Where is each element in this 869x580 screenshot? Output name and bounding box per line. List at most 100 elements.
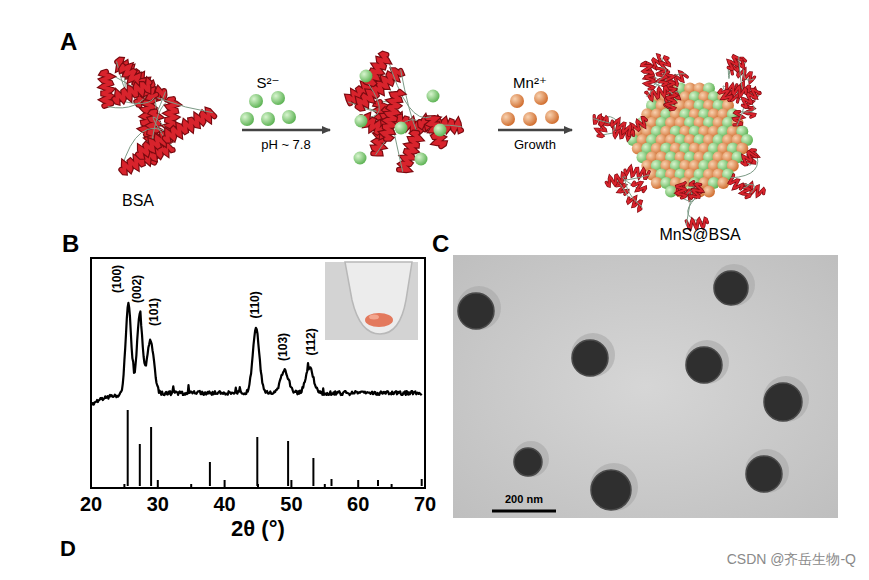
- helix: [611, 120, 630, 136]
- particle: [572, 340, 608, 376]
- reaction-arrow: [242, 129, 330, 132]
- particle-halo: [685, 340, 729, 384]
- reagent-label: Mn²⁺: [513, 74, 547, 91]
- helix: [399, 133, 420, 171]
- tem-particles: [457, 264, 809, 511]
- scale-label: 200 nm: [505, 493, 543, 506]
- helix: [606, 174, 625, 187]
- watermark: CSDN @齐岳生物-Q: [727, 551, 856, 567]
- ion-sphere: [434, 124, 447, 137]
- helix-outline: [690, 184, 702, 198]
- protein-ribbon: [719, 56, 755, 100]
- helix-outline: [606, 174, 625, 187]
- ion-sphere: [510, 94, 524, 108]
- peak-index: (103): [277, 333, 291, 361]
- inset-photo: [325, 262, 418, 340]
- panel-letter: D: [60, 536, 76, 561]
- particle-halo: [590, 463, 638, 511]
- peak-index: (100): [111, 265, 125, 293]
- ion-sphere: [240, 112, 254, 126]
- ion-sphere: [545, 110, 559, 124]
- helix-outline: [628, 197, 642, 210]
- product-label: MnS@BSA: [659, 226, 740, 244]
- protein-ribbon: [729, 150, 764, 198]
- peak-index: (110): [249, 291, 263, 318]
- helix-outline: [102, 72, 112, 106]
- particle-halo: [713, 264, 755, 306]
- bsa-shell: [593, 55, 764, 229]
- tick-label: 70: [414, 493, 436, 516]
- particle-halo: [513, 441, 549, 477]
- ion-sphere: [427, 90, 440, 103]
- loop-strand: [106, 72, 213, 113]
- helix: [690, 184, 702, 198]
- particle: [686, 347, 722, 383]
- ion-sphere: [360, 70, 373, 83]
- helix: [633, 182, 646, 191]
- tick-mark: [290, 480, 292, 488]
- protein-ribbon: [677, 182, 708, 229]
- tube: [345, 262, 412, 334]
- helix-outline: [165, 110, 215, 140]
- tick-mark: [324, 484, 326, 488]
- sample-label: BSA: [122, 192, 154, 210]
- axis-title: 2θ (°): [231, 516, 285, 541]
- protein-ribbon: [593, 116, 646, 139]
- particle: [746, 456, 782, 492]
- helix-outline: [114, 81, 150, 102]
- loop-strand: [737, 105, 744, 126]
- ion-sphere: [282, 110, 296, 124]
- condition-label: Growth: [514, 138, 556, 153]
- tem-image: [453, 255, 838, 518]
- ion-sphere: [249, 94, 263, 108]
- helix: [742, 152, 757, 165]
- peak-index: (002): [131, 275, 145, 303]
- particle: [591, 470, 631, 510]
- helix: [625, 167, 649, 179]
- reaction-arrow: [498, 129, 572, 132]
- panel-letter: A: [60, 28, 77, 56]
- helix-outline: [399, 133, 420, 171]
- protein-ribbon: [102, 60, 214, 173]
- ion-sphere: [355, 115, 368, 128]
- particle: [514, 448, 542, 476]
- tick-mark: [224, 480, 226, 488]
- panel-letter: C: [432, 230, 449, 258]
- ion-sphere: [271, 91, 285, 105]
- helix: [102, 72, 112, 106]
- tick-mark: [391, 484, 393, 488]
- helix-outline: [742, 152, 757, 165]
- tick-mark: [424, 480, 426, 488]
- protein-ribbon: [348, 54, 462, 172]
- loop-strand: [686, 182, 694, 225]
- ion-sphere: [501, 112, 515, 126]
- reference-sticks: [128, 410, 422, 486]
- helix-outline: [719, 90, 731, 100]
- peak-index: (112): [305, 328, 319, 355]
- tick-mark: [157, 480, 159, 488]
- pellet: [365, 313, 393, 327]
- helix-outline: [611, 120, 630, 136]
- ion-sphere: [534, 91, 548, 105]
- helix: [645, 75, 654, 89]
- ion-sphere: [415, 153, 428, 166]
- helix-outline: [645, 75, 654, 89]
- loop-strand: [744, 61, 754, 80]
- helix-outline: [633, 182, 646, 191]
- tick-mark: [90, 480, 92, 488]
- tick-label: 30: [147, 493, 169, 516]
- tick-label: 40: [214, 493, 236, 516]
- tick-mark: [123, 484, 125, 488]
- helix: [628, 197, 642, 210]
- helix: [165, 110, 215, 140]
- particle: [458, 293, 494, 329]
- tick-label: 50: [280, 493, 302, 516]
- panel-letter: B: [62, 230, 79, 258]
- tick-mark: [190, 484, 192, 488]
- sulfide-ions: [240, 91, 296, 126]
- manganese-ions: [501, 91, 559, 126]
- helix: [719, 90, 731, 100]
- tick-mark: [357, 480, 359, 488]
- tick-label: 20: [80, 493, 102, 516]
- particle-halo: [745, 449, 789, 493]
